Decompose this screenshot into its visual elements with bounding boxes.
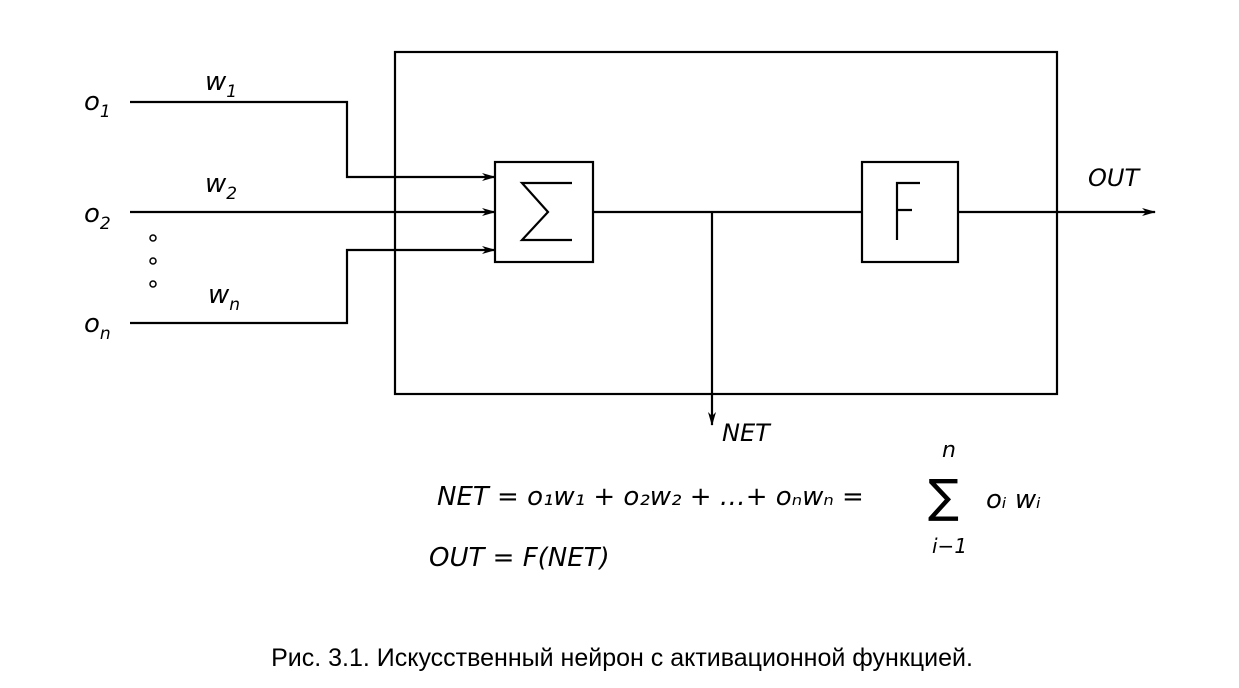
sigma-symbol xyxy=(519,181,572,242)
sum-lower-limit: i−1 xyxy=(932,534,967,558)
input-label-1: o1 xyxy=(84,87,111,122)
input-line-1 xyxy=(130,100,496,181)
ellipsis-dots xyxy=(149,234,157,288)
weight-label-2: w2 xyxy=(205,169,237,204)
sum-body: oᵢ wᵢ xyxy=(986,485,1041,515)
out-formula: OUT = F(NET) xyxy=(429,543,610,573)
input-line-n xyxy=(130,246,496,325)
figure-caption: Рис. 3.1. Искусственный нейрон с активац… xyxy=(271,644,973,672)
f-symbol xyxy=(895,181,920,240)
weight-label-n: wn xyxy=(208,280,240,315)
summation-block xyxy=(493,160,595,264)
neuron-box xyxy=(393,50,1059,396)
sum-symbol: ∑ xyxy=(928,469,959,523)
out-label: OUT xyxy=(1088,164,1141,192)
activation-block xyxy=(860,160,960,264)
net-formula: NET = o₁w₁ + o₂w₂ + …+ oₙwₙ = n ∑ i−1 oᵢ… xyxy=(437,438,1041,558)
net-formula-terms: NET = o₁w₁ + o₂w₂ + …+ oₙwₙ = xyxy=(437,482,864,512)
sum-upper-limit: n xyxy=(942,438,956,463)
weight-label-1: w1 xyxy=(205,67,237,102)
net-label: NET xyxy=(722,419,772,447)
input-label-2: o2 xyxy=(84,199,111,234)
input-label-n: on xyxy=(84,309,111,344)
summation-notation: n ∑ i−1 oᵢ wᵢ xyxy=(928,438,1041,558)
